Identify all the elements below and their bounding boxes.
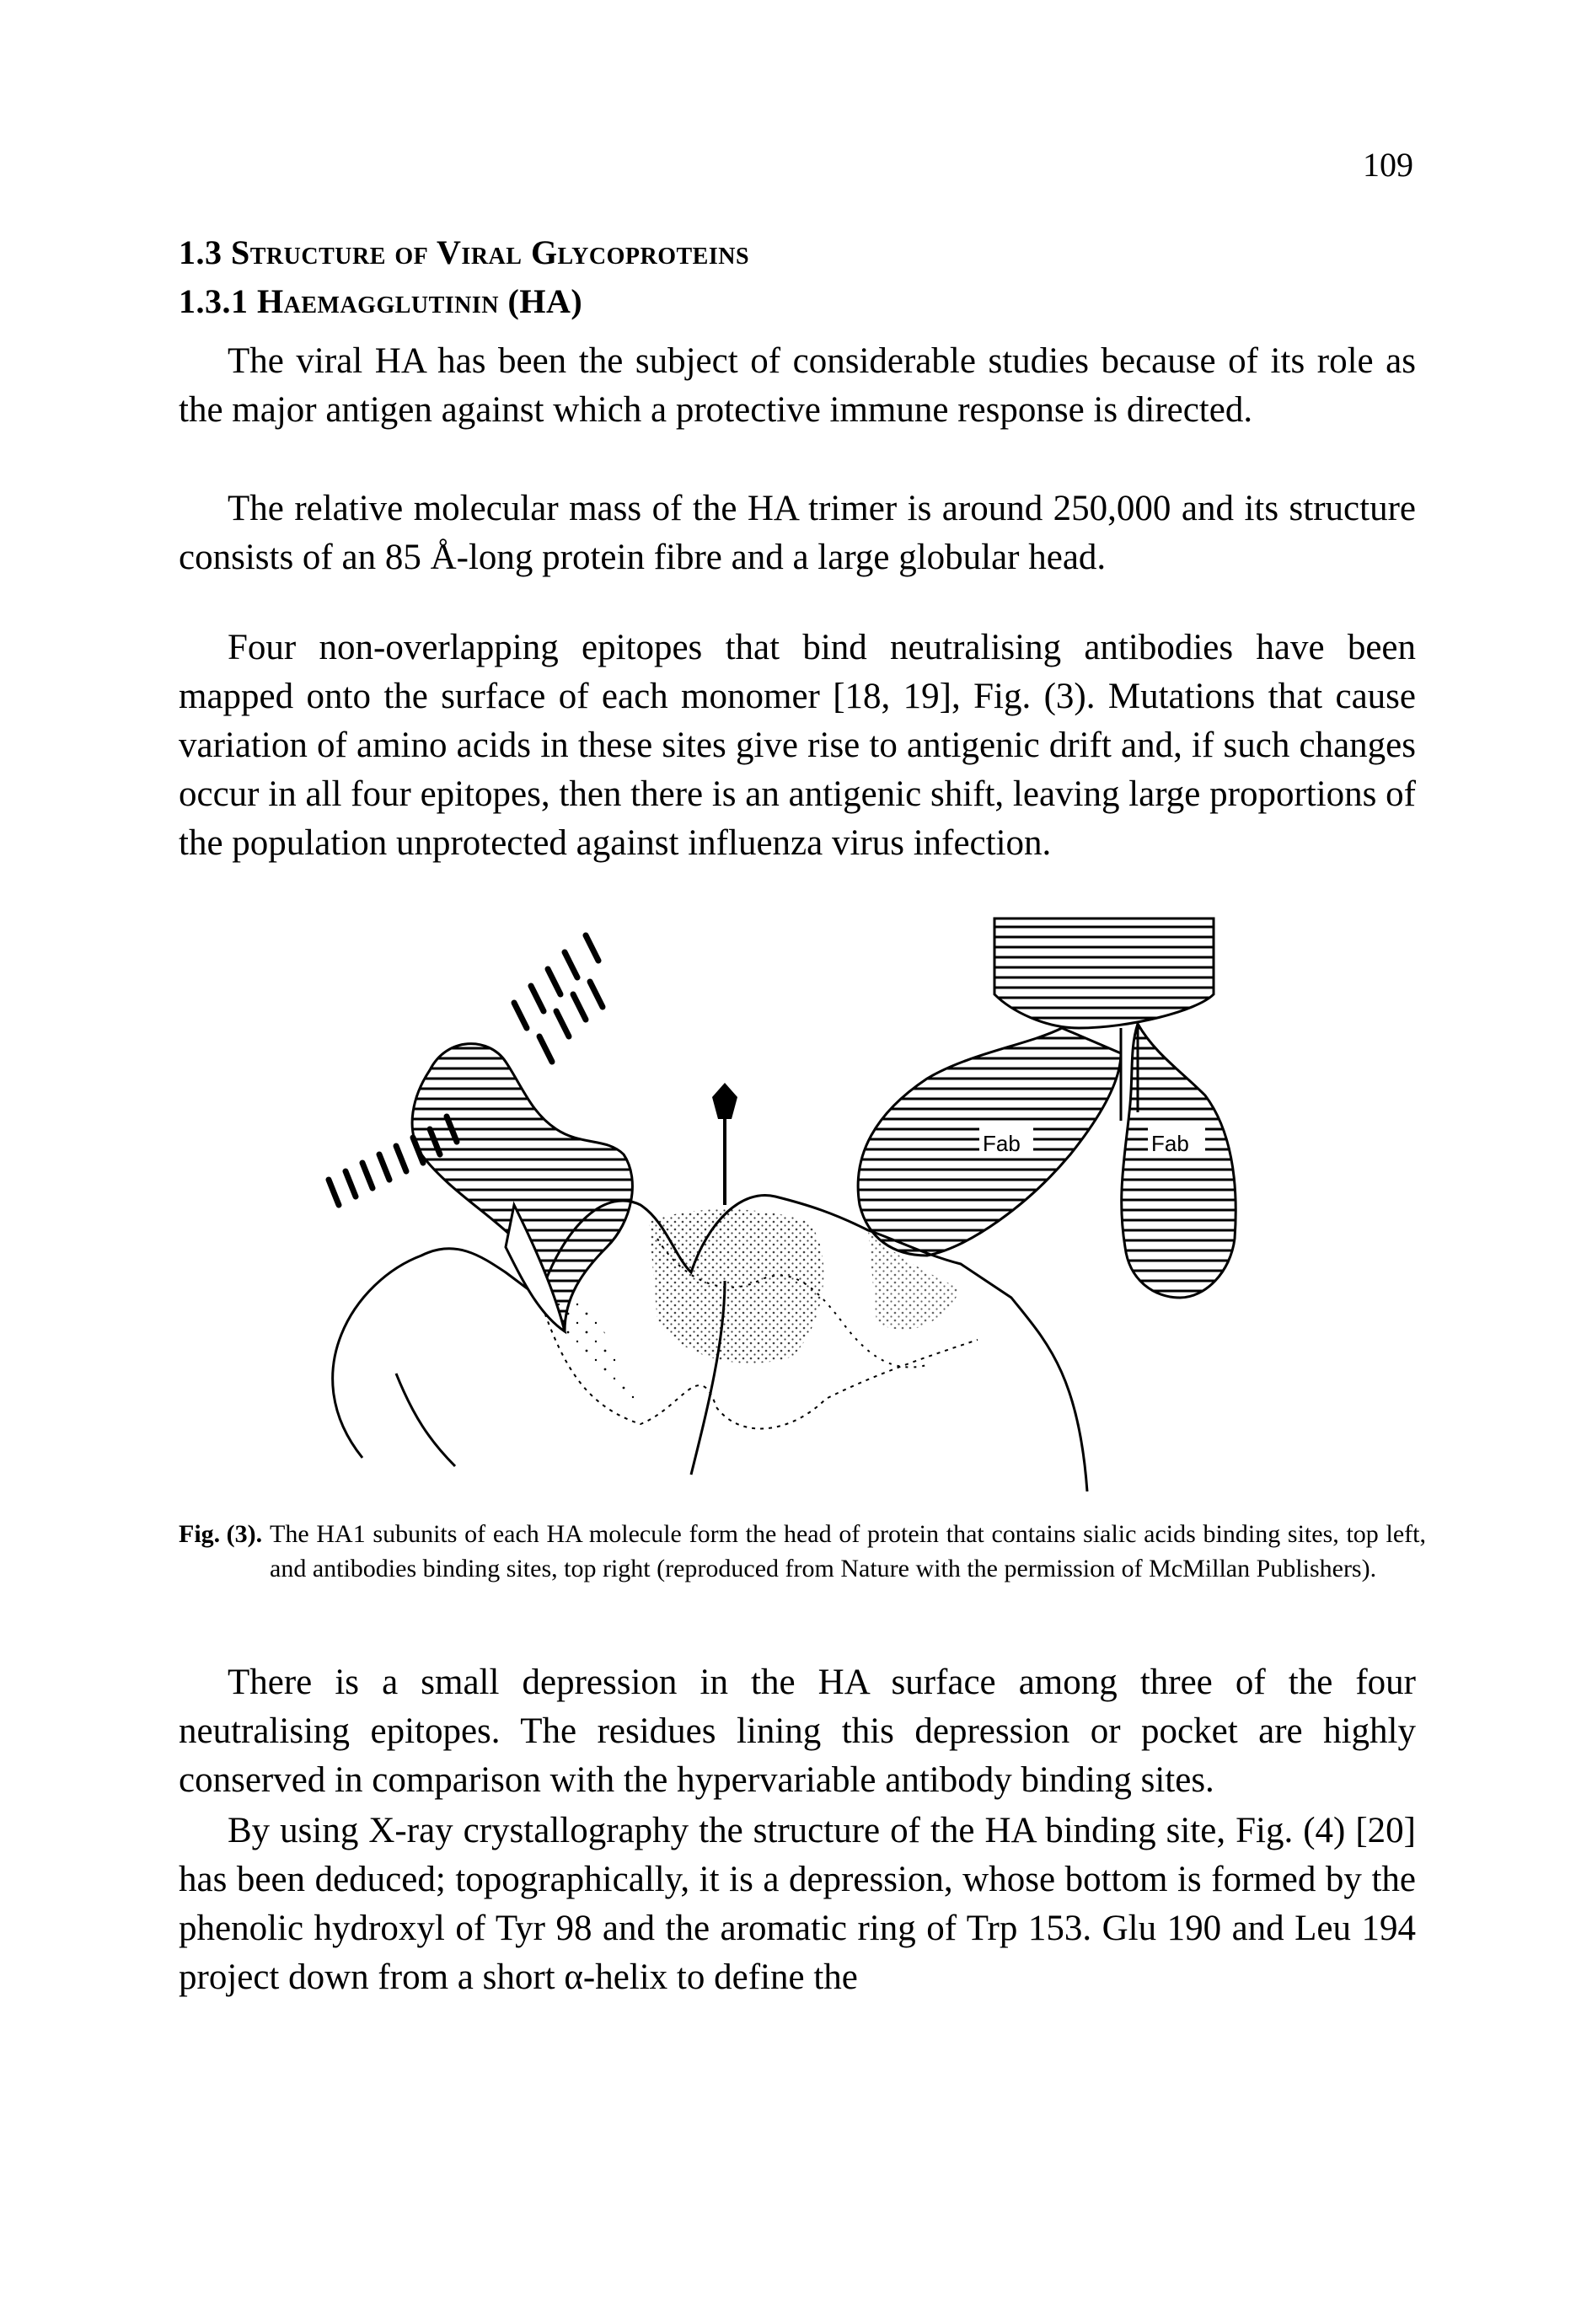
paragraph-5: By using X-ray crystallography the struc… [179, 1811, 1416, 1997]
fab-label-right: Fab [1151, 1131, 1189, 1156]
fab-label-left: Fab [983, 1131, 1021, 1156]
right-antibody [856, 917, 1237, 1299]
subsection-heading: 1.3.1 Haemagglutinin (HA) [179, 282, 583, 320]
section-heading: 1.3 Structure of Viral Glycoproteins [179, 233, 750, 271]
sugar-chains [325, 932, 606, 1208]
ha-antibody-diagram: Fab Fab [325, 917, 1237, 1492]
caption-label: Fig. (3). [179, 1520, 263, 1548]
paragraph-1: The viral HA has been the subject of con… [179, 341, 1416, 430]
sialic-acid-pin [712, 1083, 737, 1205]
paragraph-4: There is a small depression in the HA su… [179, 1663, 1416, 1800]
ha-antibody-figure: Fab Fab [287, 902, 1332, 1492]
left-fab [410, 1042, 634, 1335]
caption-text: The HA1 subunits of each HA molecule for… [270, 1520, 1426, 1582]
ha-head [331, 1194, 1089, 1492]
paragraph-3: Four non-overlapping epitopes that bind … [179, 628, 1416, 863]
paragraph-2: The relative molecular mass of the HA tr… [179, 489, 1416, 577]
page-number: 109 [1363, 146, 1413, 184]
figure-caption: Fig. (3). The HA1 subunits of each HA mo… [179, 1517, 1426, 1586]
